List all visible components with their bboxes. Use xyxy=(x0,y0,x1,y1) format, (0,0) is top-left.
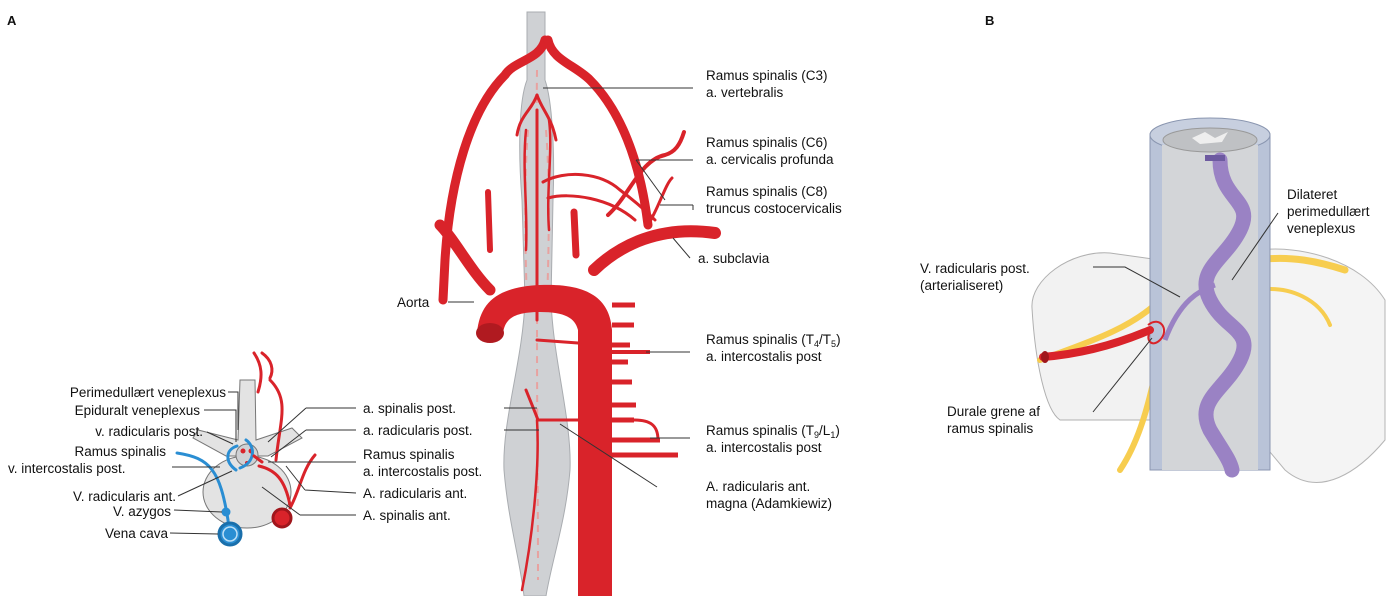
panel-b-figure xyxy=(1032,118,1385,482)
aorta xyxy=(440,225,715,596)
panel-label-b: B xyxy=(985,12,994,29)
label-dural-branches-line2: ramus spinalis xyxy=(947,420,1040,437)
label-ramus-c6: Ramus spinalis (C6) a. cervicalis profun… xyxy=(706,134,834,168)
label-adamkiewicz-line2: magna (Adamkiewiz) xyxy=(706,495,832,512)
label-ramus-c3-line2: a. vertebralis xyxy=(706,84,828,101)
label-v-azygos: V. azygos xyxy=(113,503,171,520)
vertebral-cross-section xyxy=(193,380,302,528)
label-ramus-c8-line2: truncus costocervicalis xyxy=(706,200,842,217)
label-ramus-c6-line1: Ramus spinalis (C6) xyxy=(706,134,834,151)
label-ramus-c8: Ramus spinalis (C8) truncus costocervica… xyxy=(706,183,842,217)
label-dilated-plexus-line3: veneplexus xyxy=(1287,220,1370,237)
label-v-radicularis-post-b: V. radicularis post. (arterialiseret) xyxy=(920,260,1030,294)
label-dural-branches-line1: Durale grene af xyxy=(947,403,1040,420)
aorta-cut-end xyxy=(476,323,504,343)
label-dural-branches: Durale grene af ramus spinalis xyxy=(947,403,1040,437)
label-dilated-plexus-line2: perimedullært xyxy=(1287,203,1370,220)
vertebral-artery-right xyxy=(548,40,648,225)
label-ramus-t9: Ramus spinalis (T9/L1) a. intercostalis … xyxy=(706,422,840,456)
label-ramus-c3: Ramus spinalis (C3) a. vertebralis xyxy=(706,67,828,101)
label-ramus-spinalis-vein-line1: Ramus spinalis xyxy=(74,443,166,460)
label-ramus-spinalis-artery-line1: Ramus spinalis xyxy=(363,446,482,463)
panel-label-a: A xyxy=(7,12,16,29)
label-ramus-c6-line2: a. cervicalis profunda xyxy=(706,151,834,168)
label-aorta: Aorta xyxy=(397,294,429,311)
label-vena-cava: Vena cava xyxy=(105,525,168,542)
label-v-intercostalis-post: v. intercostalis post. xyxy=(8,460,126,477)
label-v-radicularis-post-b-line1: V. radicularis post. xyxy=(920,260,1030,277)
label-a-radicularis-ant: A. radicularis ant. xyxy=(363,485,467,502)
label-subclavia: a. subclavia xyxy=(698,250,769,267)
label-v-radicularis-post: v. radicularis post. xyxy=(95,423,203,440)
label-a-radicularis-post: a. radicularis post. xyxy=(363,422,473,439)
label-adamkiewicz: A. radicularis ant. magna (Adamkiewiz) xyxy=(706,478,832,512)
label-a-spinalis-post: a. spinalis post. xyxy=(363,400,456,417)
label-adamkiewicz-line1: A. radicularis ant. xyxy=(706,478,832,495)
label-a-spinalis-ant: A. spinalis ant. xyxy=(363,507,451,524)
label-v-radicularis-post-b-line2: (arterialiseret) xyxy=(920,277,1030,294)
label-perimedullary-plexus: Perimedullært veneplexus xyxy=(70,384,226,401)
label-dilated-plexus: Dilateret perimedullært veneplexus xyxy=(1287,186,1370,237)
label-ramus-t9-line2: a. intercostalis post xyxy=(706,439,840,456)
label-ramus-spinalis-artery: Ramus spinalis a. intercostalis post. xyxy=(363,446,482,480)
label-ramus-t4-line1: Ramus spinalis (T4/T5) xyxy=(706,331,841,348)
label-ramus-t4: Ramus spinalis (T4/T5) a. intercostalis … xyxy=(706,331,841,365)
label-ramus-c3-line1: Ramus spinalis (C3) xyxy=(706,67,828,84)
subclavian-right xyxy=(594,231,715,270)
label-ramus-t4-line2: a. intercostalis post xyxy=(706,348,841,365)
label-ramus-c8-line1: Ramus spinalis (C8) xyxy=(706,183,842,200)
label-ramus-spinalis-artery-line2: a. intercostalis post. xyxy=(363,463,482,480)
label-dilated-plexus-line1: Dilateret xyxy=(1287,186,1370,203)
label-epidural-plexus: Epiduralt veneplexus xyxy=(75,402,200,419)
label-ramus-t9-line1: Ramus spinalis (T9/L1) xyxy=(706,422,840,439)
label-ramus-spinalis-vein: Ramus spinalis xyxy=(74,443,166,460)
